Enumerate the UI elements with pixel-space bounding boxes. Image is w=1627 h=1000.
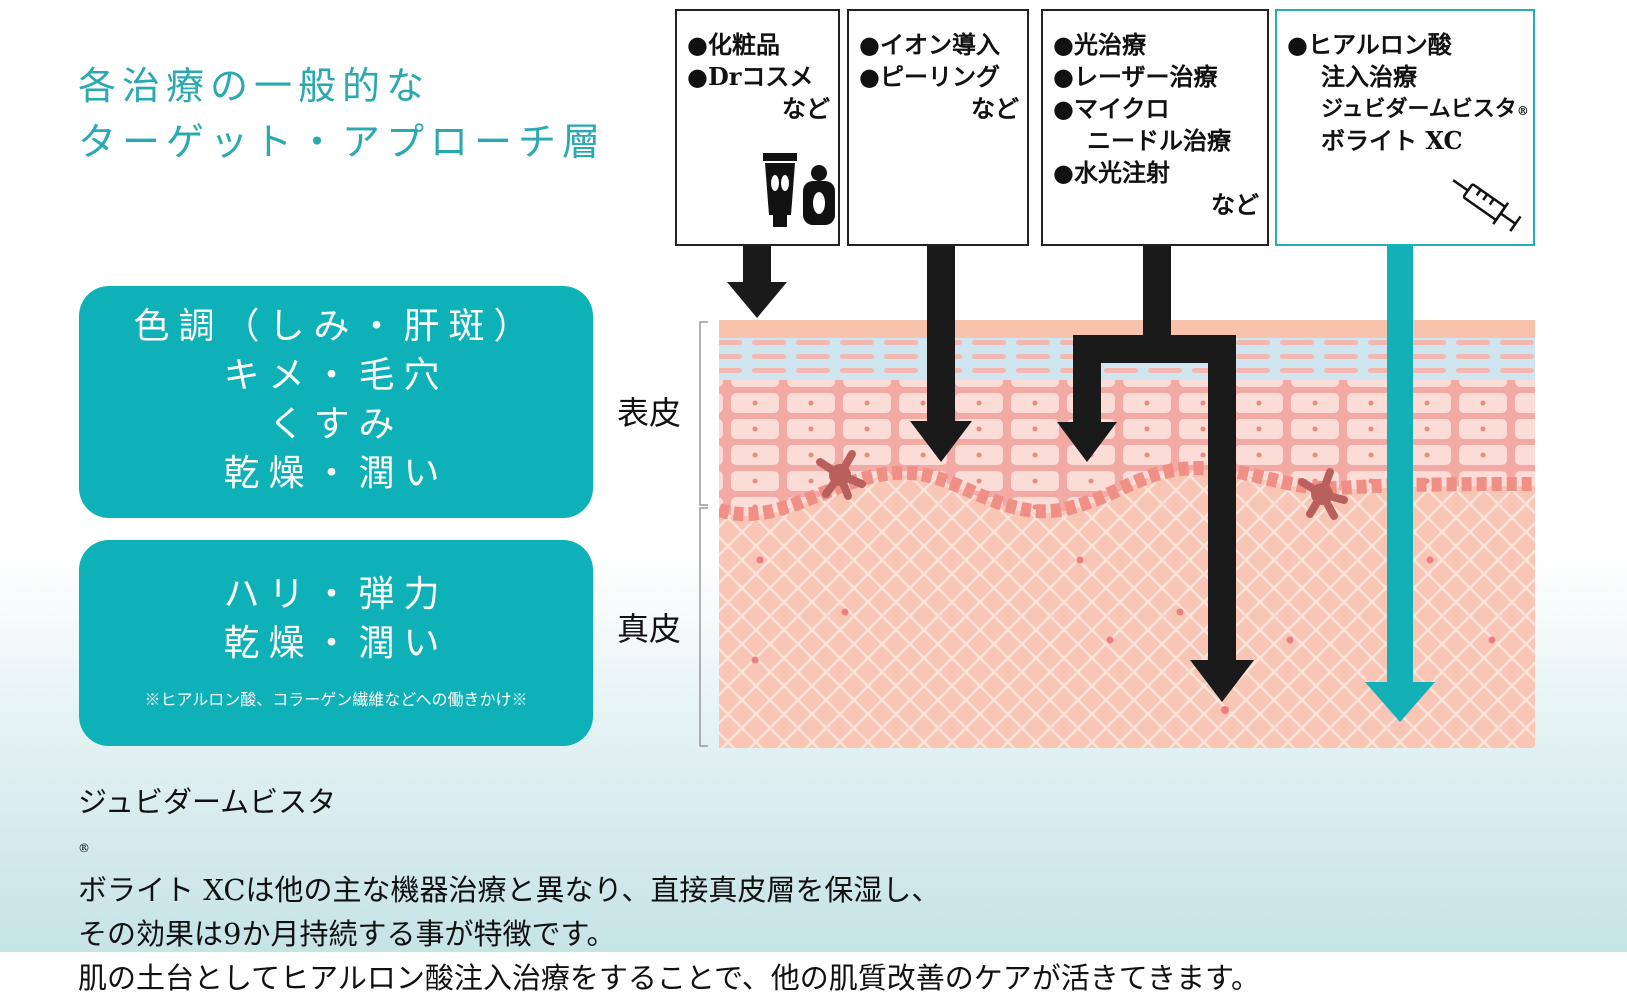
treatment-item: ●イオン導入 — [859, 30, 1000, 59]
dermis-dots — [751, 556, 1496, 714]
concern-dryness: 乾燥・潤い — [223, 453, 449, 494]
product-name-text: ジュビダームビスタ — [1321, 96, 1517, 122]
caption-line-3: 肌の土台としてヒアルロン酸注入治療をすることで、他の肌質改善のケアが活きてきます… — [78, 961, 1261, 995]
concern-dullness: くすみ — [268, 404, 404, 445]
treatment-etc: など — [1211, 190, 1259, 219]
caption: ジュビダームビスタ ® ボライト XCは他の主な機器治療と異なり、直接真皮層を保湿… — [78, 780, 1260, 1000]
product-name: ジュビダームビスタ® — [1287, 93, 1529, 125]
arrow-hyaluronic-injection — [1365, 246, 1435, 722]
skin-diagram — [699, 246, 1535, 748]
caption-line-1: ジュビダームビスタ ® ボライト XCは他の主な機器治療と異なり、直接真皮層を保湿… — [78, 780, 1260, 912]
epidermis-concerns-panel: 色調（しみ・肝斑） キメ・毛穴 くすみ 乾燥・潤い — [79, 286, 593, 518]
treatment-etc: など — [782, 94, 830, 123]
treatment-item: ●化粧品 — [687, 30, 780, 59]
registered-mark: ® — [1516, 104, 1529, 118]
arrow-laser-split — [1073, 246, 1236, 660]
treatment-item: ●マイクロ — [1053, 94, 1170, 123]
page-title: 各治療の一般的な ターゲット・アプローチ層 — [78, 58, 606, 170]
treatment-item-continuation: ニードル治療 — [1087, 126, 1231, 155]
arrow-ion-peeling — [910, 246, 972, 462]
cosmetics-bottles-icon — [763, 153, 835, 227]
concern-firmness: ハリ・弾力 — [223, 574, 449, 615]
caption-line-2: その効果は9か月持続する事が特徴です。 — [78, 917, 616, 951]
treatment-arrows — [727, 246, 1435, 722]
layer-bracket — [699, 321, 708, 747]
syringe-icon — [1452, 179, 1522, 232]
treatment-item: ●光治療 — [1053, 30, 1146, 59]
melanocyte-right — [1298, 468, 1348, 520]
title-line-1: 各治療の一般的な — [78, 64, 431, 108]
treatment-box-light-laser: ●光治療 ●レーザー治療 ●マイクロ ニードル治療 ●水光注射 など — [1041, 9, 1269, 246]
arrow-laser-dermis-head — [1190, 660, 1254, 702]
epidermis-label: 表皮 — [617, 394, 682, 432]
treatment-item: ●ヒアルロン酸 — [1287, 29, 1525, 61]
arrow-laser-epidermis-head — [1057, 422, 1117, 462]
teal-bullet: ● — [1287, 30, 1308, 59]
caption-line-1-rest: ボライト XCは他の主な機器治療と異なり、直接真皮層を保湿し、 — [78, 873, 941, 907]
melanocyte-left — [816, 450, 866, 500]
dermis-note: ※ヒアルロン酸、コラーゲン繊維などへの働きかけ※ — [144, 690, 528, 709]
basal-layer — [719, 460, 1535, 522]
treatment-item-continuation: 注入治療 — [1321, 62, 1417, 91]
dermis-label: 真皮 — [617, 610, 682, 648]
treatment-item: ●レーザー治療 — [1053, 62, 1218, 91]
concern-moisture: 乾燥・潤い — [223, 623, 449, 664]
treatment-etc: など — [971, 94, 1019, 123]
treatment-box-ion-peeling: ●イオン導入 ●ピーリング など — [847, 9, 1029, 246]
concern-tone: 色調（しみ・肝斑） — [133, 306, 539, 347]
registered-mark: ® — [78, 841, 90, 855]
treatment-item: ●Drコスメ — [687, 62, 814, 91]
dermis-concerns-panel: ハリ・弾力 乾燥・潤い ※ヒアルロン酸、コラーゲン繊維などへの働きかけ※ — [79, 540, 593, 746]
treatment-item: ●ピーリング — [859, 62, 1000, 91]
hyaluronic-acid-label: ヒアルロン酸 — [1307, 30, 1452, 59]
title-line-2: ターゲット・アプローチ層 — [78, 120, 607, 164]
concern-texture-pores: キメ・毛穴 — [223, 355, 449, 396]
treatment-item: ●水光注射 — [1053, 158, 1170, 187]
caption-product: ジュビダームビスタ — [78, 785, 337, 819]
arrow-cosmetics — [727, 246, 787, 318]
treatment-box-hyaluronic-injection: ●ヒアルロン酸 注入治療 ジュビダームビスタ® ボライト XC — [1275, 9, 1535, 246]
skin-surface — [719, 320, 1535, 338]
product-variant: ボライト XC — [1321, 126, 1463, 155]
treatment-box-cosmetics: ●化粧品 ●Drコスメ など — [675, 9, 840, 246]
